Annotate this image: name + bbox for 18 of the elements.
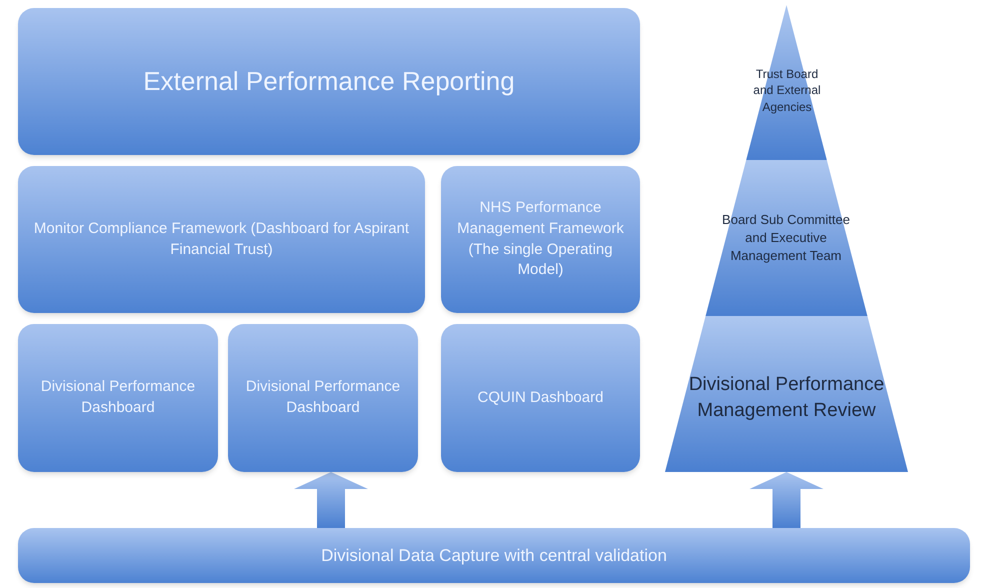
rounded-box [228, 324, 418, 472]
node-label: NHS Performance Management Framework (The single Operating Model) [456, 198, 625, 280]
block-arrow [294, 472, 368, 528]
node-label: CQUIN Dashboard [478, 388, 604, 408]
rounded-box [441, 324, 640, 472]
base-bar [18, 528, 970, 583]
node-label: Divisional Performance Management Review [688, 372, 886, 423]
rounded-box [18, 324, 218, 472]
node-label: Divisional Data Capture with central validation [321, 544, 667, 567]
node-label: Divisional Performance Dashboard [40, 377, 196, 418]
rounded-box [441, 166, 640, 313]
pyramid-tier [665, 316, 908, 472]
rounded-box [18, 8, 640, 155]
block-arrow [750, 472, 824, 528]
node-label: Divisional Performance Dashboard [244, 377, 402, 418]
node-label: Monitor Compliance Framework (Dashboard for Aspirant Financial Trust) [32, 218, 410, 260]
node-label: External Performance Reporting [143, 64, 515, 98]
rounded-box [18, 166, 425, 313]
